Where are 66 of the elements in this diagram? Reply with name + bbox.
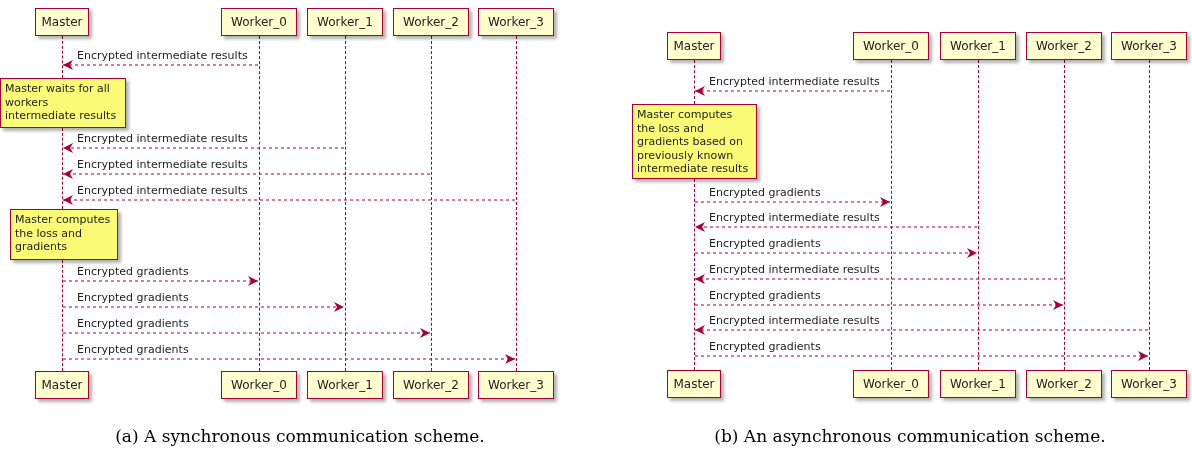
edge-label: Encrypted intermediate results [709,211,880,224]
message-arrow [694,274,1064,284]
message-arrow [62,169,431,179]
participant-box: Worker_3 [1111,32,1187,60]
participant-box: Worker_1 [307,8,383,36]
participant-box: Worker_1 [940,370,1016,398]
participant-box: Worker_0 [221,371,297,399]
edge-label: Encrypted intermediate results [77,132,248,145]
participant-box: Master [667,370,721,398]
message-arrow [62,195,516,205]
participant-box: Worker_0 [853,370,929,398]
message-arrow [694,351,1149,361]
message-arrow [694,222,978,232]
message-arrow [62,302,345,312]
edge-label: Encrypted gradients [77,317,189,330]
participant-box: Worker_3 [478,8,554,36]
participant-box: Worker_0 [221,8,297,36]
lifeline [977,60,980,370]
lifeline [1148,60,1151,370]
lifeline [344,36,347,371]
figure-caption: (b) An asynchronous communication scheme. [714,425,1106,448]
participant-box: Master [667,32,721,60]
participant-box: Worker_2 [1026,32,1102,60]
participant-box: Worker_3 [1111,370,1187,398]
lifeline [693,179,696,370]
edge-label: Encrypted intermediate results [709,314,880,327]
message-arrow [694,248,978,258]
message-arrow [62,60,259,70]
message-arrow [62,328,431,338]
participant-box: Worker_0 [853,32,929,60]
participant-box: Worker_2 [393,8,469,36]
participant-box: Worker_2 [393,371,469,399]
message-arrow [62,354,516,364]
lifeline [1063,60,1066,370]
participant-box: Worker_2 [1026,370,1102,398]
message-arrow [694,325,1149,335]
lifeline [890,60,893,370]
edge-label: Encrypted gradients [709,186,821,199]
participant-box: Worker_1 [940,32,1016,60]
message-arrow [694,197,891,207]
message-arrow [694,300,1064,310]
lifeline [430,36,433,371]
message-arrow [62,276,259,286]
edge-label: Encrypted gradients [709,237,821,250]
participant-box: Worker_3 [478,371,554,399]
note-box: Master waits for all workers intermediate results [0,78,126,128]
note-box: Master computes the loss and gradients based on previously known intermediate results [632,104,757,179]
participant-box: Master [35,371,89,399]
participant-box: Master [35,8,89,36]
lifeline [258,36,261,371]
edge-label: Encrypted gradients [77,291,189,304]
message-arrow [694,86,891,96]
figure-caption: (a) A synchronous communication scheme. [115,425,485,448]
lifeline [515,36,518,371]
edge-label: Encrypted intermediate results [77,184,248,197]
edge-label: Encrypted gradients [709,289,821,302]
edge-label: Encrypted gradients [709,340,821,353]
edge-label: Encrypted intermediate results [77,158,248,171]
edge-label: Encrypted intermediate results [709,263,880,276]
edge-label: Encrypted intermediate results [709,75,880,88]
message-arrow [62,143,345,153]
edge-label: Encrypted gradients [77,343,189,356]
participant-box: Worker_1 [307,371,383,399]
edge-label: Encrypted intermediate results [77,49,248,62]
note-box: Master computes the loss and gradients [10,209,118,260]
edge-label: Encrypted gradients [77,265,189,278]
